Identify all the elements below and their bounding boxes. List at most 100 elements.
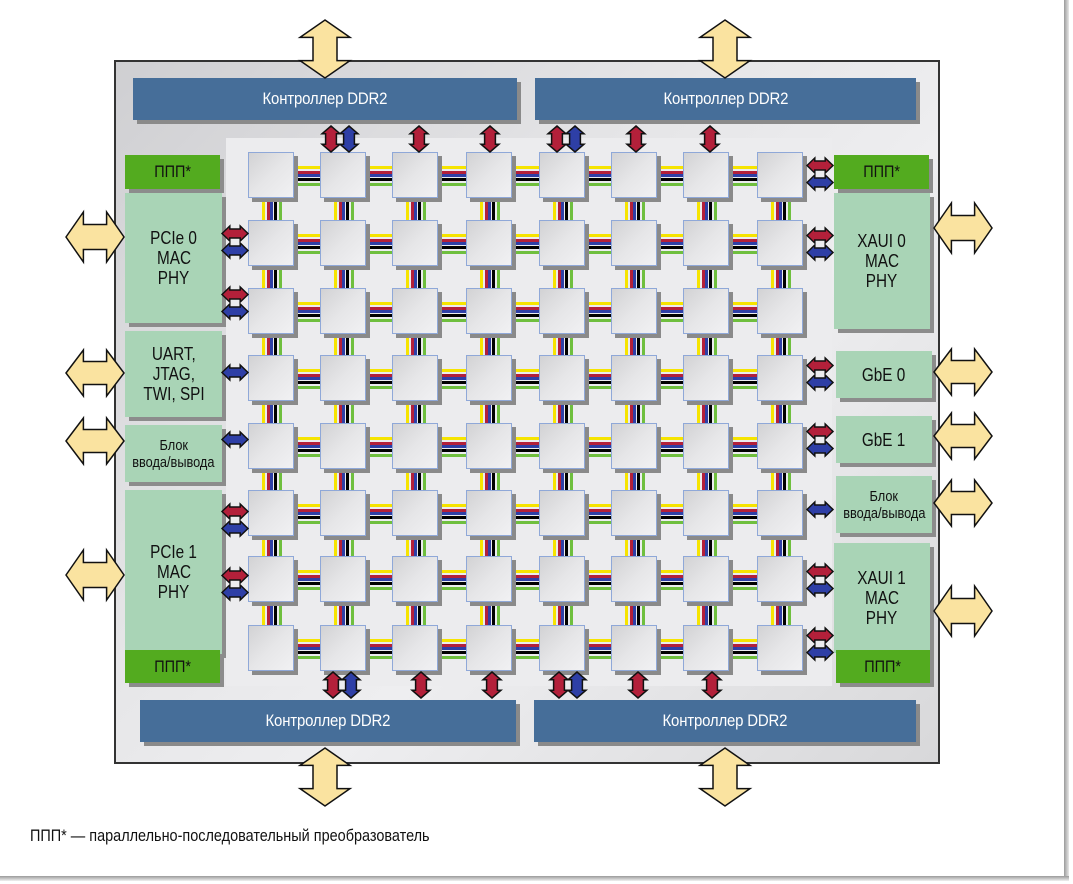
mesh-link-horizontal (729, 566, 757, 592)
mesh-link-horizontal (657, 230, 683, 256)
processor-tile (683, 288, 729, 334)
mesh-link-horizontal (366, 365, 392, 391)
processor-tile (757, 490, 803, 536)
io-link-arrow (805, 500, 835, 519)
processor-tile (757, 288, 803, 334)
external-io-arrow (697, 747, 753, 807)
processor-tile (248, 423, 294, 469)
mesh-link-horizontal (729, 365, 757, 391)
io-link-arrow (805, 422, 835, 441)
processor-tile (683, 556, 729, 602)
ddr-link-arrow (563, 125, 587, 153)
processor-tile (757, 423, 803, 469)
processor-tile (611, 220, 657, 266)
ddr-link-arrow (480, 671, 504, 699)
processor-tile (248, 625, 294, 671)
ddr-link-arrow (339, 671, 363, 699)
mesh-link-vertical (621, 334, 647, 355)
mesh-link-horizontal (438, 365, 466, 391)
mesh-link-horizontal (585, 365, 611, 391)
mesh-link-horizontal (438, 635, 466, 661)
io-link-arrow (805, 643, 835, 662)
processor-tile (611, 355, 657, 401)
processor-tile (466, 152, 512, 198)
mesh-link-horizontal (657, 298, 683, 324)
external-io-arrow (65, 209, 125, 265)
mesh-link-vertical (476, 334, 502, 355)
processor-tile (320, 625, 366, 671)
mesh-link-horizontal (729, 500, 757, 526)
uart-jtag-twi-spi-block: UART, JTAG, TWI, SPI (125, 331, 222, 417)
processor-tile (683, 220, 729, 266)
mesh-link-horizontal (438, 230, 466, 256)
mesh-link-vertical (402, 334, 428, 355)
mesh-link-vertical (402, 198, 428, 220)
pcie0-block: PCIe 0 MAC PHY (125, 193, 222, 323)
processor-tile (248, 355, 294, 401)
mesh-link-horizontal (585, 433, 611, 459)
io-link-arrow (805, 373, 835, 392)
mesh-link-horizontal (294, 298, 320, 324)
processor-tile (539, 556, 585, 602)
mesh-link-horizontal (438, 566, 466, 592)
serdes-ppp-top-left: ППП* (125, 155, 220, 189)
mesh-link-horizontal (729, 230, 757, 256)
io-link-arrow (805, 356, 835, 375)
mesh-link-vertical (549, 602, 575, 625)
mesh-link-vertical (402, 536, 428, 556)
processor-tile (392, 355, 438, 401)
io-block-right: Блок ввода/вывода (836, 476, 932, 533)
ddr-controller-top-right: Контроллер DDR2 (535, 78, 916, 120)
processor-tile (320, 490, 366, 536)
mesh-link-vertical (693, 198, 719, 220)
mesh-link-horizontal (512, 500, 539, 526)
processor-tile (539, 423, 585, 469)
mesh-link-horizontal (366, 298, 392, 324)
mesh-link-horizontal (512, 162, 539, 188)
processor-tile (392, 220, 438, 266)
ddr-controller-top-left: Контроллер DDR2 (133, 78, 517, 120)
mesh-link-vertical (476, 602, 502, 625)
mesh-link-horizontal (585, 635, 611, 661)
mesh-link-vertical (549, 469, 575, 490)
mesh-link-vertical (693, 266, 719, 288)
ddr-link-arrow (321, 671, 345, 699)
mesh-link-horizontal (294, 365, 320, 391)
processor-tile (683, 355, 729, 401)
ddr-link-arrow (626, 671, 650, 699)
processor-tile (683, 423, 729, 469)
ddr-link-arrow (698, 125, 722, 153)
mesh-link-vertical (767, 469, 793, 490)
processor-tile (248, 490, 294, 536)
external-io-arrow (933, 583, 993, 639)
ddr-link-arrow (478, 125, 502, 153)
mesh-link-vertical (330, 536, 356, 556)
xaui0-block: XAUI 0 MAC PHY (834, 193, 930, 329)
mesh-link-horizontal (729, 162, 757, 188)
io-link-arrow (805, 156, 835, 175)
io-block-left: Блок ввода/вывода (125, 425, 222, 482)
processor-tile (392, 490, 438, 536)
processor-tile (539, 152, 585, 198)
io-link-arrow (805, 243, 835, 262)
processor-tile (320, 288, 366, 334)
external-io-arrow (933, 200, 993, 256)
ddr-link-arrow (565, 671, 589, 699)
mesh-link-vertical (621, 401, 647, 423)
mesh-link-horizontal (512, 298, 539, 324)
serdes-ppp-top-right: ППП* (834, 155, 929, 189)
mesh-link-vertical (693, 602, 719, 625)
mesh-link-vertical (330, 401, 356, 423)
external-io-arrow (65, 547, 125, 603)
mesh-link-vertical (258, 266, 284, 288)
mesh-link-horizontal (438, 433, 466, 459)
processor-tile (611, 490, 657, 536)
ddr-link-arrow (547, 671, 571, 699)
processor-tile (392, 152, 438, 198)
processor-tile (466, 423, 512, 469)
processor-tile (320, 556, 366, 602)
mesh-link-vertical (767, 602, 793, 625)
mesh-link-horizontal (657, 365, 683, 391)
footnote: ППП* — параллельно-последовательный прео… (30, 826, 430, 845)
processor-tile (466, 556, 512, 602)
